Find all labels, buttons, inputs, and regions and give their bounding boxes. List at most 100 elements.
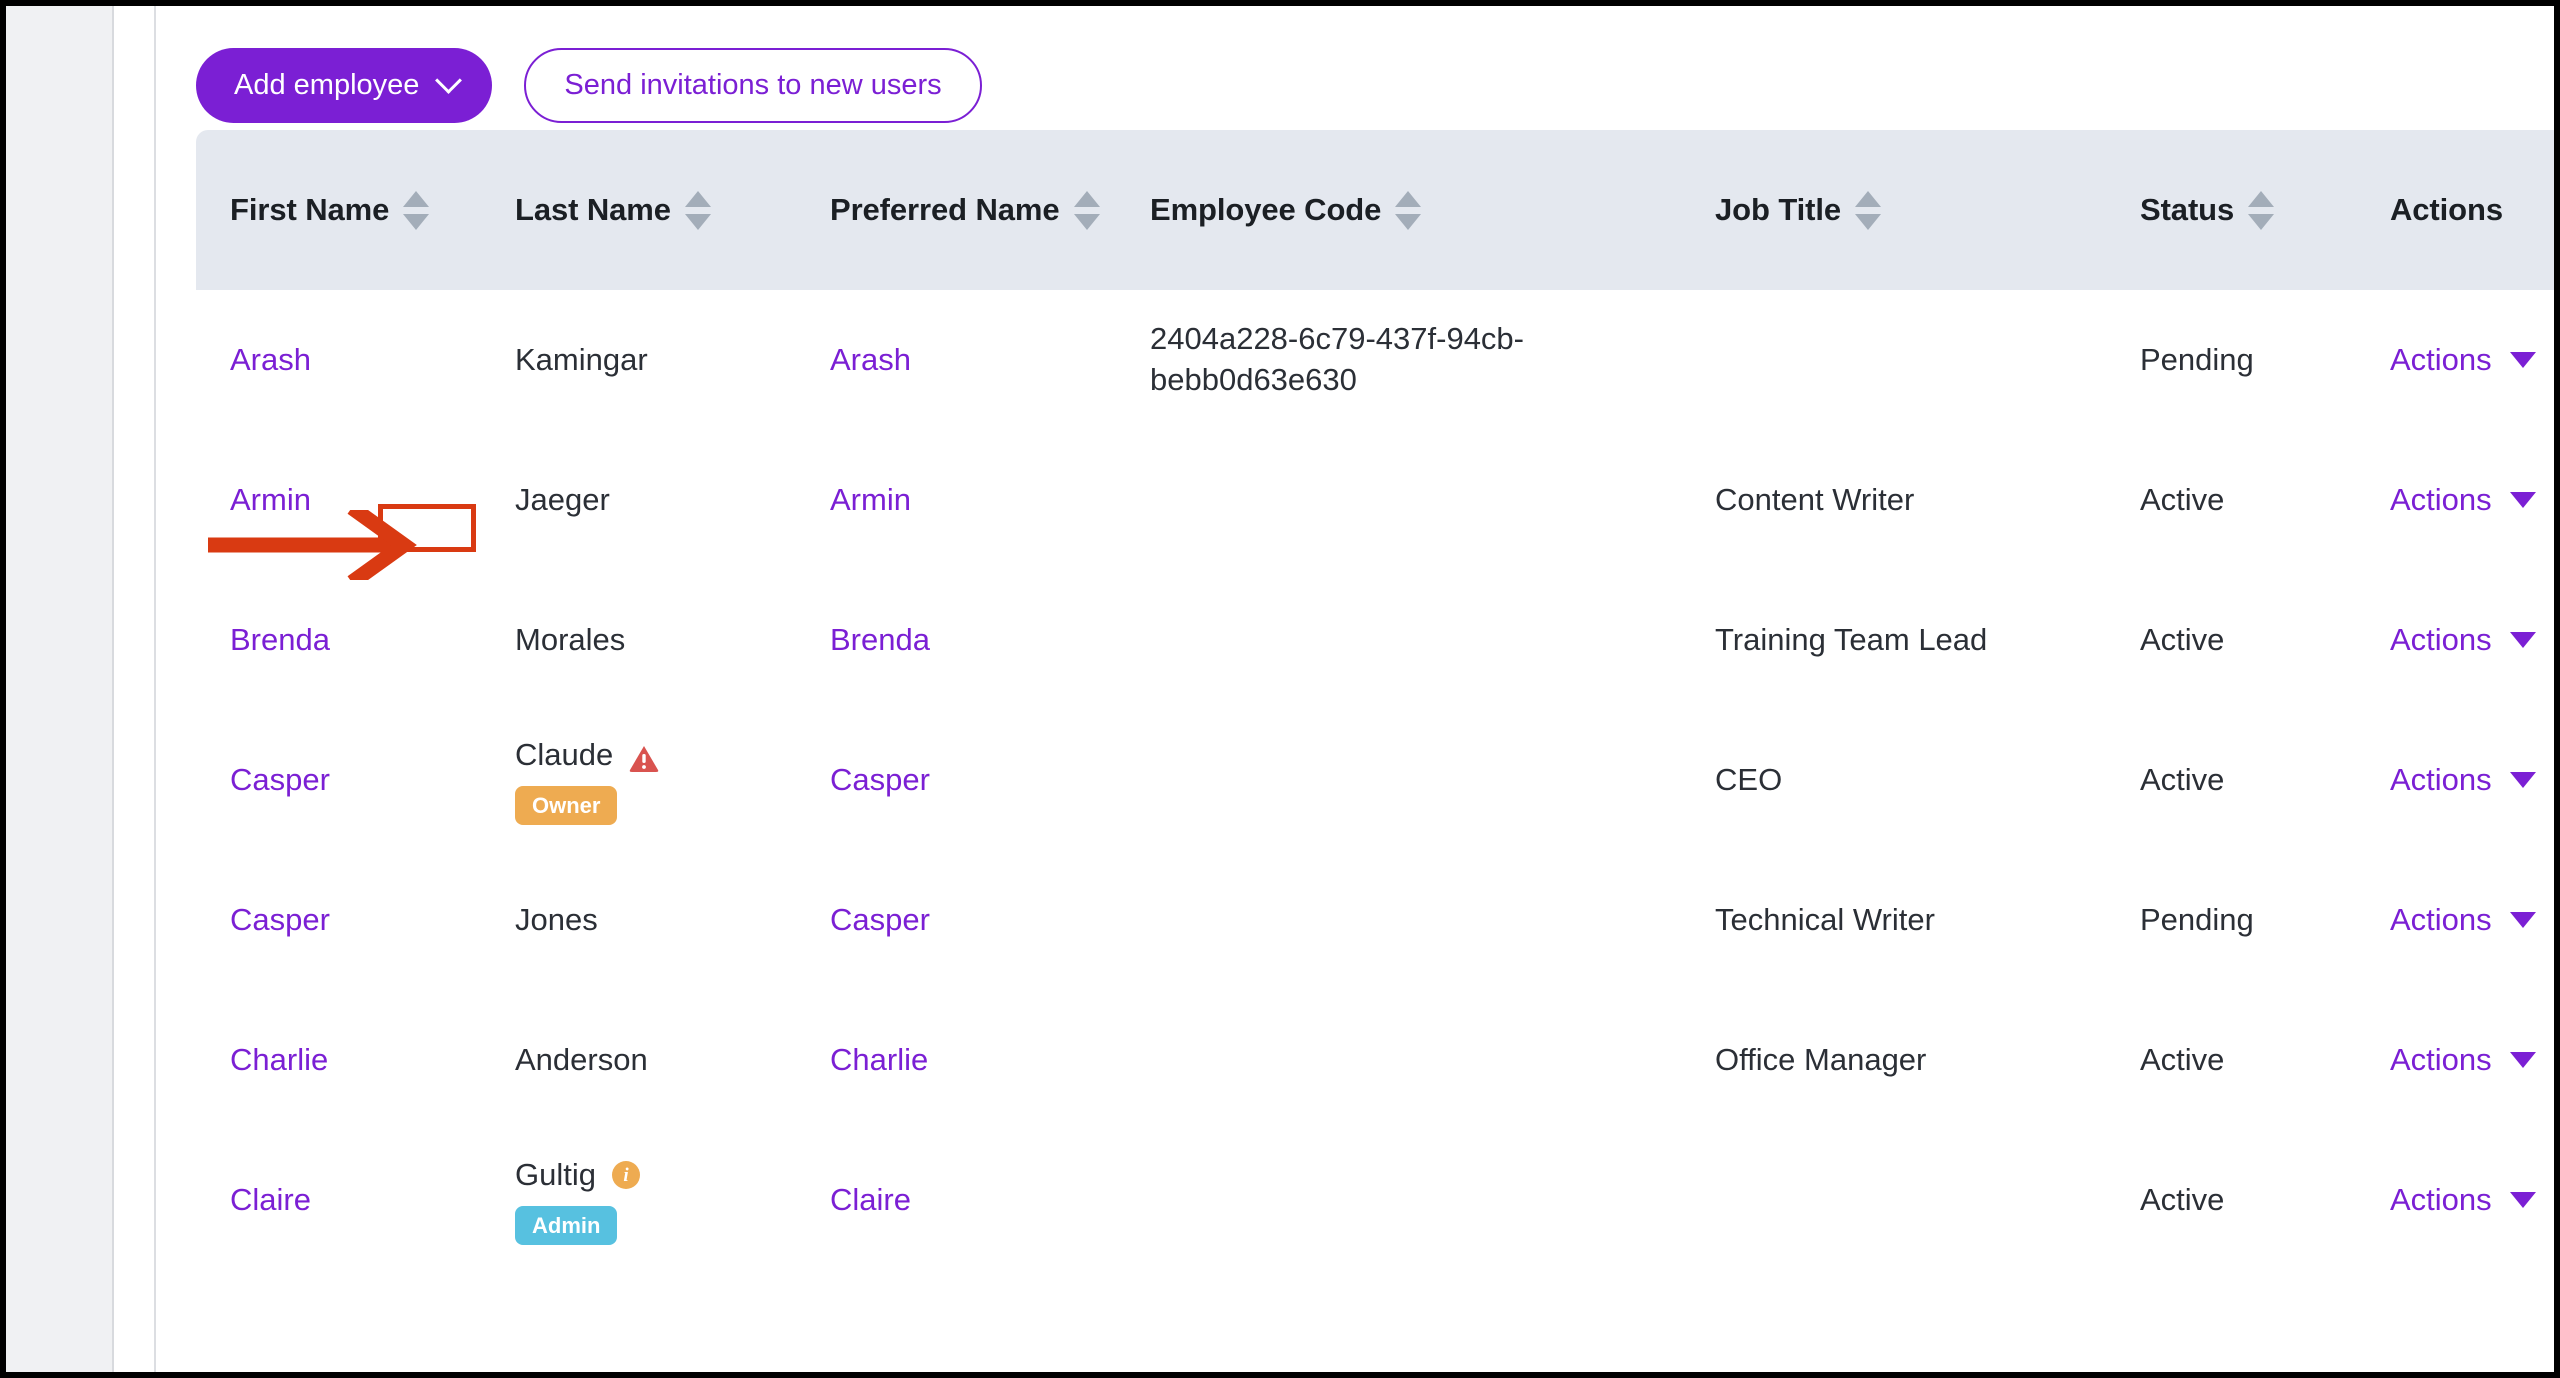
last-name-text[interactable]: Claude (515, 736, 614, 772)
sort-toggle-icon[interactable] (1073, 190, 1100, 230)
table-row: Charlie Anderson Charlie Office Manager Acti… (196, 990, 2554, 1130)
column-header-employee-code[interactable]: Employee Code (1116, 130, 1681, 290)
info-circle-icon[interactable]: i (611, 1161, 640, 1190)
actions-dropdown-button[interactable]: Actions (2390, 1180, 2554, 1221)
last-name-text[interactable]: Morales (515, 621, 626, 657)
sort-toggle-icon[interactable] (1395, 190, 1422, 230)
sort-toggle-icon[interactable] (2248, 190, 2275, 230)
cell-job-title: Office Manager (1715, 1041, 1927, 1077)
sidebar-rail (6, 6, 114, 1372)
cell-actions: Actions (2356, 620, 2554, 661)
cell-first-name[interactable]: Charlie (230, 1041, 329, 1077)
content-area: Add employee Send invitations to new use… (116, 6, 2554, 1372)
actions-label: Actions (2390, 481, 2492, 517)
cell-employee-code: 2404a228-6c79-437f-94cb-bebb0d63e630 (1150, 321, 1524, 397)
sort-toggle-icon[interactable] (403, 190, 430, 230)
cell-last-name[interactable]: Jones (481, 900, 796, 941)
column-header-actions: Actions (2356, 130, 2554, 290)
actions-label: Actions (2390, 901, 2492, 937)
last-name-wrapper: Anderson (515, 1040, 796, 1081)
content-panel: Add employee Send invitations to new use… (154, 6, 2554, 1372)
cell-preferred-name[interactable]: Arash (830, 341, 911, 377)
cell-last-name[interactable]: Jaeger (481, 480, 796, 521)
column-header-status[interactable]: Status (2106, 130, 2356, 290)
caret-down-icon (2509, 632, 2536, 648)
cell-status: Pending (2140, 901, 2254, 937)
cell-preferred-name[interactable]: Armin (830, 481, 911, 517)
last-name-line: Claude (515, 735, 659, 776)
caret-down-icon (2509, 772, 2536, 788)
status-badge: Admin (515, 1205, 618, 1246)
column-header-first-name[interactable]: First Name (196, 130, 481, 290)
status-badge: Owner (515, 785, 618, 826)
send-invitations-label: Send invitations to new users (564, 69, 942, 101)
cell-job-title: CEO (1715, 761, 1783, 797)
actions-dropdown-button[interactable]: Actions (2390, 1040, 2554, 1081)
cell-first-name[interactable]: Casper (230, 761, 330, 797)
add-employee-button[interactable]: Add employee (196, 48, 493, 123)
last-name-wrapper: Jaeger (515, 480, 796, 521)
actions-dropdown-button[interactable]: Actions (2390, 620, 2554, 661)
column-header-label: Status (2140, 192, 2235, 228)
actions-label: Actions (2390, 1181, 2492, 1217)
cell-actions: Actions (2356, 480, 2554, 521)
cell-first-name[interactable]: Brenda (230, 621, 330, 657)
sort-toggle-icon[interactable] (684, 190, 711, 230)
last-name-text[interactable]: Gultig (515, 1156, 596, 1192)
cell-preferred-name[interactable]: Casper (830, 901, 930, 937)
actions-label: Actions (2390, 761, 2492, 797)
add-employee-label: Add employee (234, 69, 420, 101)
caret-down-icon (2509, 1052, 2536, 1068)
actions-dropdown-button[interactable]: Actions (2390, 900, 2554, 941)
column-header-label: First Name (230, 192, 390, 228)
cell-preferred-name[interactable]: Claire (830, 1181, 911, 1217)
column-header-label: Employee Code (1150, 192, 1382, 228)
cell-job-title: Training Team Lead (1715, 621, 1988, 657)
table-body: Arash Kamingar Arash 2404a228-6c79-437f-94c… (196, 290, 2554, 1270)
cell-first-name[interactable]: Armin (230, 481, 311, 517)
cell-last-name[interactable]: Morales (481, 620, 796, 661)
last-name-wrapper: Kamingar (515, 340, 796, 381)
actions-dropdown-button[interactable]: Actions (2390, 760, 2554, 801)
last-name-text[interactable]: Anderson (515, 1041, 648, 1077)
cell-first-name[interactable]: Casper (230, 901, 330, 937)
cell-status: Active (2140, 1181, 2225, 1217)
sort-toggle-icon[interactable] (1855, 190, 1881, 230)
cell-preferred-name[interactable]: Charlie (830, 1041, 929, 1077)
last-name-line: Kamingar (515, 340, 648, 381)
actions-dropdown-button[interactable]: Actions (2390, 480, 2554, 521)
cell-preferred-name[interactable]: Brenda (830, 621, 930, 657)
last-name-text[interactable]: Jones (515, 901, 598, 937)
table-row: Brenda Morales Brenda Training Team Lead Act… (196, 570, 2554, 710)
column-header-last-name[interactable]: Last Name (481, 130, 796, 290)
last-name-text[interactable]: Kamingar (515, 341, 648, 377)
cell-actions: Actions (2356, 340, 2554, 381)
caret-down-icon (2509, 912, 2536, 928)
cell-first-name[interactable]: Claire (230, 1181, 311, 1217)
send-invitations-button[interactable]: Send invitations to new users (524, 48, 982, 123)
cell-first-name[interactable]: Arash (230, 341, 311, 377)
last-name-line: Morales (515, 620, 625, 661)
chevron-down-icon (435, 67, 463, 94)
warning-triangle-icon[interactable] (629, 742, 659, 772)
actions-dropdown-button[interactable]: Actions (2390, 340, 2554, 381)
actions-label: Actions (2390, 621, 2492, 657)
cell-last-name[interactable]: Kamingar (481, 340, 796, 381)
last-name-text[interactable]: Jaeger (515, 481, 610, 517)
cell-status: Pending (2140, 341, 2254, 377)
cell-preferred-name[interactable]: Casper (830, 761, 930, 797)
cell-actions: Actions (2356, 1040, 2554, 1081)
actions-label: Actions (2390, 1041, 2492, 1077)
cell-job-title: Technical Writer (1715, 901, 1935, 937)
column-header-preferred-name[interactable]: Preferred Name (796, 130, 1116, 290)
column-header-job-title[interactable]: Job Title (1681, 130, 2106, 290)
cell-last-name[interactable]: Anderson (481, 1040, 796, 1081)
caret-down-icon (2509, 352, 2536, 368)
